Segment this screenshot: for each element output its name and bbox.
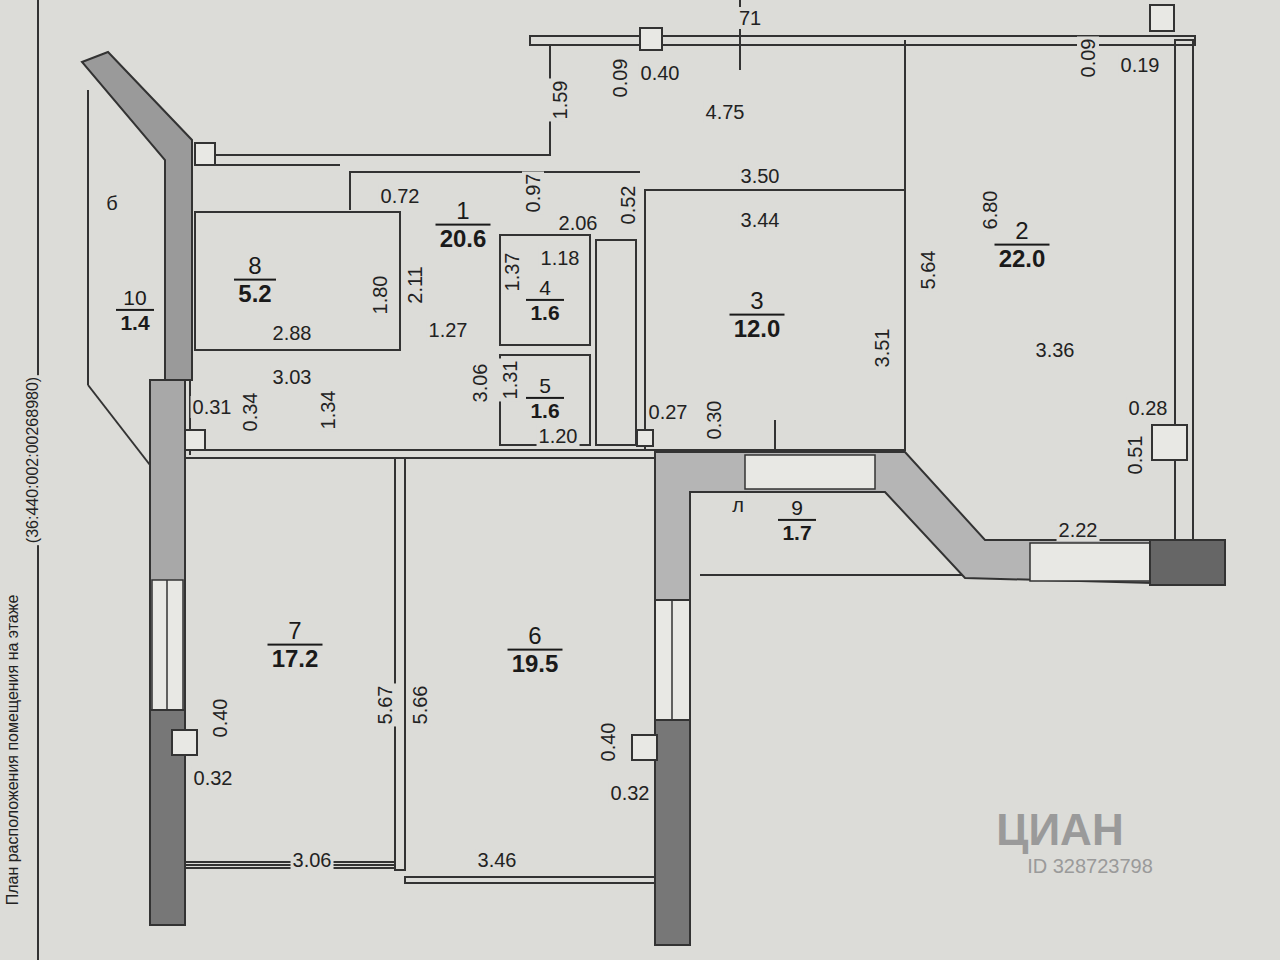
- dimension: 0.34: [239, 391, 261, 434]
- room-number: 5: [526, 374, 564, 397]
- dimension: 0.51: [1124, 434, 1146, 477]
- room-label: 222.0: [995, 218, 1050, 273]
- side-note: (36:440:002:00268980): [24, 375, 42, 545]
- room-number: 4: [526, 276, 564, 299]
- room-area: 20.6: [436, 224, 491, 252]
- room-label: 51.6: [526, 374, 564, 422]
- room-area: 19.5: [508, 649, 563, 677]
- room-area: 1.6: [526, 299, 564, 324]
- dimension: 0.09: [609, 57, 631, 100]
- dimension: 2.88: [271, 322, 314, 344]
- room-number: 10: [116, 286, 154, 309]
- room-area: 1.7: [778, 519, 816, 544]
- room-label: 312.0: [730, 288, 785, 343]
- room-label: 619.5: [508, 623, 563, 678]
- dimension: 0.27: [647, 401, 690, 423]
- dimension: 1.31: [499, 359, 521, 402]
- dimension: 0.28: [1127, 397, 1170, 419]
- dimension: 0.40: [639, 62, 682, 84]
- dimension: 0.32: [192, 767, 235, 789]
- room-label: 101.4: [116, 286, 154, 334]
- dimension: 3.06: [469, 362, 491, 405]
- dimension: 1.20: [537, 425, 580, 447]
- dimension: л: [730, 494, 746, 516]
- room-label: 85.2: [234, 253, 276, 308]
- dimension: 71: [737, 7, 763, 29]
- dimension: 2.22: [1057, 519, 1100, 541]
- dimension: 4.75: [704, 101, 747, 123]
- room-label: 717.2: [268, 618, 323, 673]
- dimension: б: [104, 192, 119, 214]
- dimension: 0.31: [191, 396, 234, 418]
- room-label: 91.7: [778, 496, 816, 544]
- dimension: 1.80: [369, 274, 391, 317]
- dimension: 5.66: [409, 684, 431, 727]
- dimension: 1.59: [549, 79, 571, 122]
- dimension: 0.40: [597, 721, 619, 764]
- room-area: 5.2: [234, 279, 276, 307]
- dimension: 1.18: [539, 247, 582, 269]
- dimension: 0.97: [522, 172, 544, 215]
- watermark: ID 328723798: [1025, 855, 1155, 877]
- room-label: 41.6: [526, 276, 564, 324]
- dimension: 1.37: [501, 251, 523, 294]
- dimension: 0.32: [609, 782, 652, 804]
- dimension: 5.67: [374, 684, 396, 727]
- room-area: 1.4: [116, 309, 154, 334]
- dimension: 6.80: [979, 189, 1001, 232]
- room-number: 6: [508, 623, 563, 649]
- dimension: 0.19: [1119, 54, 1162, 76]
- dimension: 2.06: [557, 212, 600, 234]
- dimension: 3.44: [739, 209, 782, 231]
- room-number: 1: [436, 198, 491, 224]
- dimension: 0.52: [617, 184, 639, 227]
- dimension: 1.27: [427, 319, 470, 341]
- dimension: 3.50: [739, 165, 782, 187]
- room-number: 9: [778, 496, 816, 519]
- room-number: 7: [268, 618, 323, 644]
- dimension: 3.03: [271, 366, 314, 388]
- dimension: 3.51: [871, 327, 893, 370]
- dimension: 3.06: [291, 849, 334, 871]
- room-number: 3: [730, 288, 785, 314]
- dimension: 0.09: [1077, 37, 1099, 80]
- room-label: 120.6: [436, 198, 491, 253]
- room-number: 8: [234, 253, 276, 279]
- room-number: 2: [995, 218, 1050, 244]
- room-area: 12.0: [730, 314, 785, 342]
- dimension: 3.36: [1034, 339, 1077, 361]
- dimension: 1.34: [317, 389, 339, 432]
- dimension: 2.11: [404, 264, 426, 305]
- side-note: План расположения помещения на этаже: [4, 593, 22, 908]
- dimension: 0.72: [379, 185, 422, 207]
- dimension: 5.64: [917, 249, 939, 292]
- room-area: 17.2: [268, 644, 323, 672]
- watermark: ЦИАН: [994, 806, 1125, 854]
- dimension: 0.30: [703, 399, 725, 442]
- dimension: 0.40: [209, 697, 231, 740]
- room-area: 22.0: [995, 244, 1050, 272]
- room-area: 1.6: [526, 397, 564, 422]
- dimension: 3.46: [476, 849, 519, 871]
